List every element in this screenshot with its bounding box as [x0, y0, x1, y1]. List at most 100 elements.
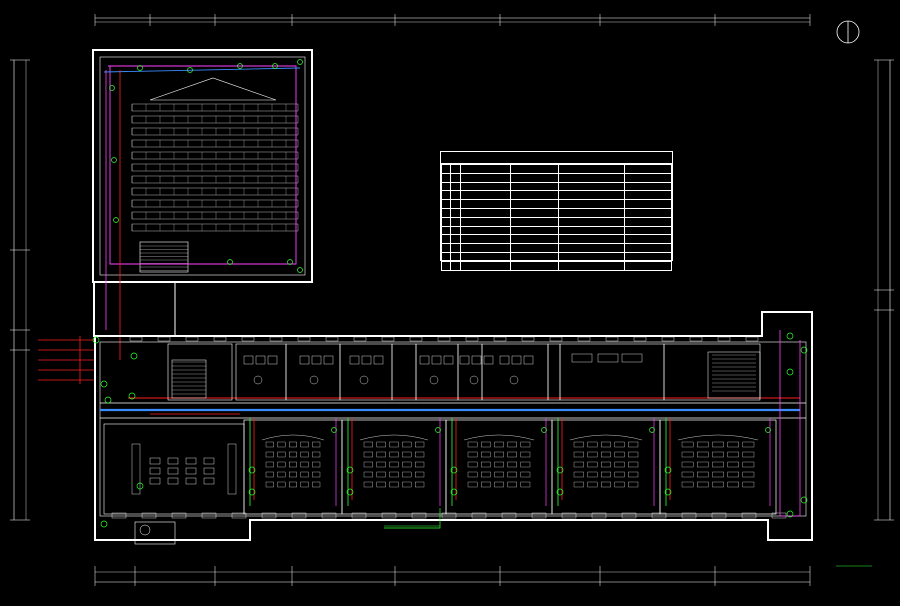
- window-icon: [561, 512, 577, 519]
- classroom-desk: [481, 481, 491, 488]
- legend-cell-spec: [510, 207, 559, 218]
- office-desk: [597, 353, 619, 363]
- classroom-desk: [712, 461, 724, 468]
- legend-cell-sym: [450, 172, 461, 183]
- classroom-desk: [712, 471, 724, 478]
- lecture-seat-row: [131, 139, 299, 148]
- office-counter: [131, 443, 141, 495]
- classroom-desk: [402, 461, 412, 468]
- legend-cell-note: [624, 199, 672, 209]
- window-icon: [531, 512, 547, 519]
- legend-cell-spec: [510, 234, 559, 245]
- window-icon: [681, 512, 697, 519]
- classroom-desk: [289, 441, 297, 448]
- classroom-desk: [289, 451, 297, 458]
- classroom-desk: [415, 451, 425, 458]
- legend-cell-install: [558, 207, 625, 218]
- classroom-desk: [712, 441, 724, 448]
- lecture-hall-stage: [149, 77, 277, 101]
- service-room: [457, 343, 483, 401]
- classroom-desk: [742, 481, 755, 488]
- legend-cell-note: [624, 251, 672, 262]
- legend-cell-sym: [450, 251, 461, 262]
- classroom-desk: [614, 461, 625, 468]
- classroom-desk: [628, 451, 639, 458]
- classroom-desk: [712, 481, 724, 488]
- office-desk: [621, 353, 643, 363]
- device-icon: [800, 346, 808, 354]
- classroom-desk: [277, 441, 286, 448]
- classroom-desk: [681, 451, 694, 458]
- lecture-seat-row: [131, 127, 299, 136]
- legend-cell-note: [624, 225, 672, 236]
- legend-row: [441, 164, 672, 174]
- classroom-device-icon: [346, 466, 354, 474]
- hall-device-icon: [137, 65, 143, 71]
- service-room: [481, 343, 549, 401]
- classroom-device-icon: [664, 488, 672, 496]
- classroom-device-icon: [346, 488, 354, 496]
- legend-cell-name: [460, 172, 511, 183]
- window-icon: [409, 336, 423, 342]
- lecture-seat-row: [131, 211, 299, 220]
- legend-cell-sym: [450, 234, 461, 245]
- classroom-desk: [573, 461, 584, 468]
- classroom-blackboard: [677, 434, 759, 441]
- sink-icon: [309, 375, 319, 385]
- classroom-desk: [389, 471, 399, 478]
- legend-cell-name: [460, 207, 511, 218]
- classroom-desk: [520, 451, 531, 458]
- classroom-desk: [494, 471, 504, 478]
- classroom-desk: [520, 461, 531, 468]
- legend-cell-name: [460, 190, 511, 201]
- device-icon: [100, 380, 108, 388]
- window-icon: [129, 336, 143, 342]
- legend-cell-install: [558, 216, 625, 227]
- lecture-seat-row: [131, 115, 299, 124]
- legend-cell-name: [460, 251, 511, 262]
- window-icon: [351, 512, 367, 519]
- classroom-desk: [376, 471, 386, 478]
- window-icon: [771, 512, 787, 519]
- legend-cell-sym: [450, 199, 461, 209]
- classroom-desk: [389, 481, 399, 488]
- window-icon: [111, 512, 127, 519]
- hall-device-icon: [111, 157, 117, 163]
- main-building-inner-wall: [99, 341, 807, 517]
- hall-device-icon: [187, 67, 193, 73]
- classroom-desk: [312, 451, 321, 458]
- window-icon: [213, 336, 227, 342]
- office-chair: [167, 477, 179, 485]
- sink-icon: [469, 375, 479, 385]
- classroom-desk: [494, 441, 504, 448]
- classroom-desk: [481, 451, 491, 458]
- legend-cell-note: [624, 190, 672, 201]
- classroom-device-icon: [664, 466, 672, 474]
- classroom-desk: [520, 481, 531, 488]
- service-room: [167, 343, 233, 401]
- window-icon: [185, 336, 199, 342]
- classroom-device-icon: [435, 427, 441, 433]
- classroom-desk: [742, 461, 755, 468]
- lecture-seat-row: [131, 223, 299, 232]
- window-icon: [437, 336, 451, 342]
- toilet-stall: [311, 355, 322, 365]
- classroom-desk: [467, 441, 478, 448]
- classroom-device-icon: [765, 427, 771, 433]
- window-icon: [291, 512, 307, 519]
- window-icon: [353, 336, 367, 342]
- classroom-desk: [265, 461, 274, 468]
- legend-row: [441, 190, 672, 201]
- window-icon: [577, 336, 591, 342]
- classroom-desk: [402, 481, 412, 488]
- device-icon: [136, 482, 144, 490]
- office-chair: [203, 477, 215, 485]
- toilet-stall: [349, 355, 360, 365]
- classroom-desk: [363, 461, 373, 468]
- window-icon: [241, 336, 255, 342]
- sink-icon: [359, 375, 369, 385]
- classroom-desk: [376, 461, 386, 468]
- window-icon: [411, 512, 427, 519]
- window-icon: [231, 512, 247, 519]
